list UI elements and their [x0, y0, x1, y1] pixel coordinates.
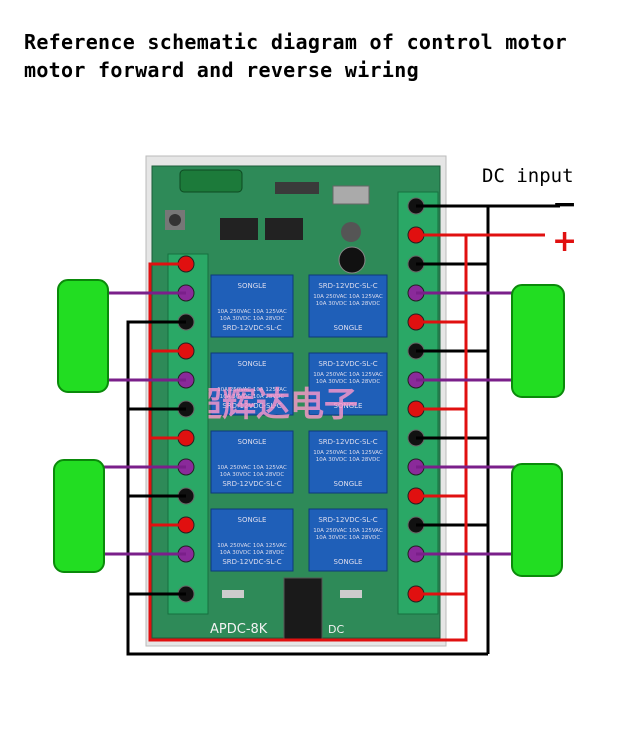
relay-rating: 10A 250VAC 10A 125VAC — [313, 450, 383, 456]
relay-left-4: SONGLE 10A 250VAC 10A 125VAC 10A 30VDC 1… — [210, 508, 294, 572]
relay-model: SRD-12VDC-SL-C — [318, 282, 377, 290]
relay-rating: 10A 30VDC 10A 28VDC — [220, 316, 285, 322]
wire-red-left-bus — [148, 262, 290, 642]
relay-rating: 10A 250VAC 10A 125VAC — [313, 294, 383, 300]
relay-brand: SONGLE — [238, 282, 267, 290]
crystal — [332, 185, 370, 205]
capacitor-2 — [338, 246, 366, 274]
wires-right — [290, 204, 560, 654]
relay-left-3: SONGLE 10A 250VAC 10A 125VAC 10A 30VDC 1… — [210, 430, 294, 494]
relay-right-4: SRD-12VDC-SL-C 10A 250VAC 10A 125VAC 10A… — [308, 508, 388, 572]
board-model-label: APDC-8K — [210, 622, 268, 637]
relay-rating: 10A 250VAC 10A 125VAC — [313, 372, 383, 378]
relay-rating: 10A 30VDC 10A 28VDC — [220, 550, 285, 556]
dc-positive-sign: + — [552, 224, 577, 259]
title-line-1: Reference schematic diagram of control m… — [24, 30, 568, 54]
dc-negative-sign: − — [552, 187, 577, 222]
wire-red-right-bus — [290, 235, 468, 642]
relay-model: SRD-12VDC-SL-C — [222, 480, 281, 488]
relay-model: SRD-12VDC-SL-C — [318, 438, 377, 446]
wire-black-left-bus — [126, 320, 488, 656]
relay-rating: 10A 30VDC 10A 28VDC — [316, 301, 381, 307]
relay-rating: 10A 30VDC 10A 28VDC — [220, 394, 285, 400]
motor-left-1 — [57, 279, 109, 393]
relay-brand: SONGLE — [238, 360, 267, 368]
relay-rating: 10A 250VAC 10A 125VAC — [313, 528, 383, 534]
relay-left-2: SONGLE 10A 250VAC 10A 125VAC 10A 30VDC 1… — [210, 352, 294, 416]
motor-right-2 — [511, 463, 563, 577]
rf-receiver-coil — [179, 169, 243, 193]
motor-right-1 — [511, 284, 565, 398]
learn-button-cap — [169, 214, 181, 226]
led-block-left — [222, 590, 244, 598]
ic-chip-2 — [265, 218, 303, 240]
capacitor-1 — [341, 222, 361, 242]
relay-right-2: SRD-12VDC-SL-C 10A 250VAC 10A 125VAC 10A… — [308, 352, 388, 416]
relay-model: SRD-12VDC-SL-C — [318, 360, 377, 368]
relay-model: SRD-12VDC-SL-C — [222, 402, 281, 410]
motor-left-2 — [53, 459, 105, 573]
relay-rating: 10A 250VAC 10A 125VAC — [217, 543, 287, 549]
relay-brand: SONGLE — [238, 516, 267, 524]
relay-model: SRD-12VDC-SL-C — [318, 516, 377, 524]
relay-right-3: SRD-12VDC-SL-C 10A 250VAC 10A 125VAC 10A… — [308, 430, 388, 494]
relay-rating: 10A 30VDC 10A 28VDC — [316, 457, 381, 463]
relay-rating: 10A 30VDC 10A 28VDC — [220, 472, 285, 478]
watermark: 超辉达电子 — [188, 385, 358, 425]
title-line-2: motor forward and reverse wiring — [24, 58, 419, 82]
relay-brand: SONGLE — [334, 558, 363, 566]
led-block-right — [340, 590, 362, 598]
wires-left — [100, 262, 488, 656]
relay-brand: SONGLE — [334, 402, 363, 410]
relay-brand: SONGLE — [334, 324, 363, 332]
dc-input-label: DC input — [482, 165, 574, 187]
relay-right-1: SRD-12VDC-SL-C 10A 250VAC 10A 125VAC 10A… — [308, 274, 388, 338]
relay-brand: SONGLE — [238, 438, 267, 446]
relay-rating: 10A 250VAC 10A 125VAC — [217, 387, 287, 393]
relay-brand: SONGLE — [334, 480, 363, 488]
dc-jack — [283, 577, 323, 641]
dc-jack-label: DC — [328, 623, 344, 636]
relay-model: SRD-12VDC-SL-C — [222, 324, 281, 332]
relay-left-1: SONGLE 10A 250VAC 10A 125VAC 10A 30VDC 1… — [210, 274, 294, 338]
relay-model: SRD-12VDC-SL-C — [222, 558, 281, 566]
pin-header — [275, 182, 319, 194]
relay-rating: 10A 250VAC 10A 125VAC — [217, 309, 287, 315]
relay-rating: 10A 30VDC 10A 28VDC — [316, 379, 381, 385]
relay-rating: 10A 30VDC 10A 28VDC — [316, 535, 381, 541]
relay-rating: 10A 250VAC 10A 125VAC — [217, 465, 287, 471]
ic-chip-1 — [220, 218, 258, 240]
